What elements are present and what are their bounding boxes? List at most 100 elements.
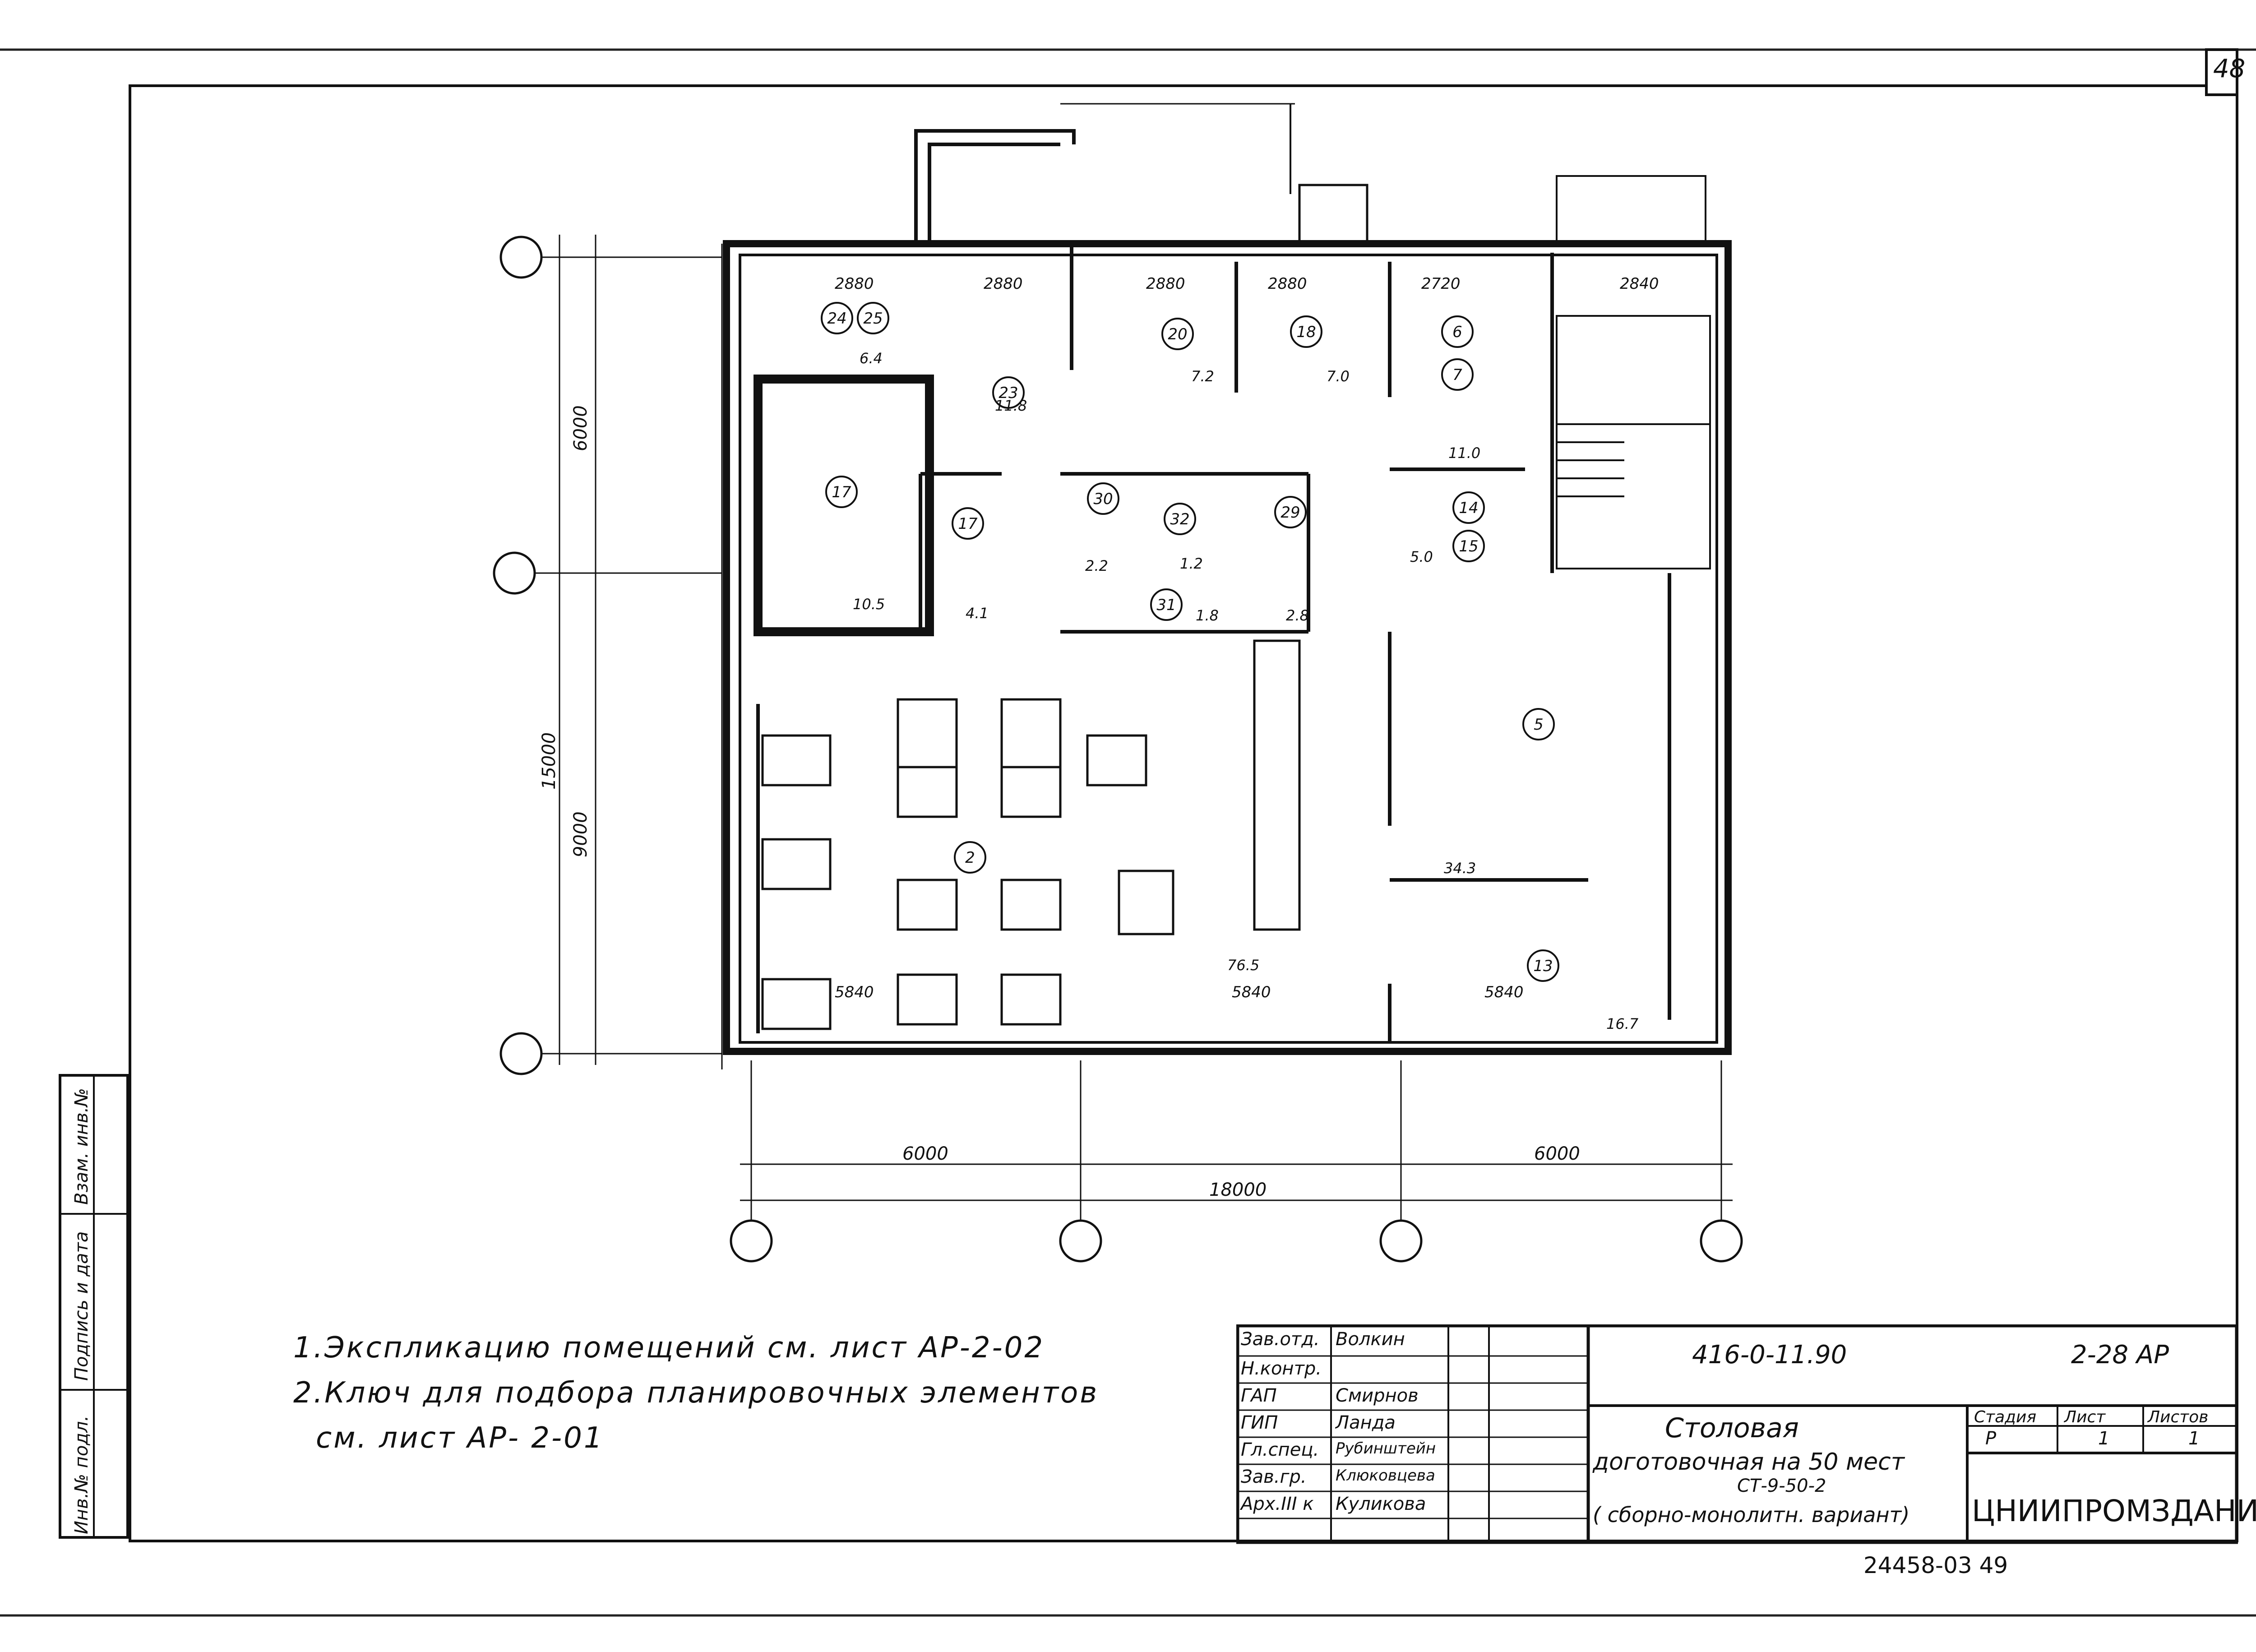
- room-number-circles: [821, 302, 1559, 982]
- footer-number: 24458-03 49: [1863, 1552, 2008, 1578]
- room-13: 13: [1533, 957, 1553, 975]
- drawing-frame: [129, 84, 2238, 1542]
- axis-circle-top: [499, 236, 543, 279]
- room-7: 7: [1452, 366, 1462, 384]
- room-17a: 17: [832, 483, 851, 501]
- dimension-lines: [550, 235, 1733, 1209]
- room-2: 2: [965, 849, 975, 867]
- room-23: 23: [999, 384, 1018, 402]
- svg-text:1.2: 1.2: [1180, 555, 1203, 572]
- outer-walls-inner: [739, 254, 1718, 1044]
- svg-text:76.5: 76.5: [1227, 957, 1259, 974]
- svg-text:18000: 18000: [1209, 1180, 1267, 1200]
- room-30: 30: [1093, 490, 1113, 508]
- svg-text:1.8: 1.8: [1196, 607, 1219, 624]
- svg-text:10.5: 10.5: [853, 596, 885, 613]
- svg-text:2.8: 2.8: [1286, 607, 1309, 624]
- room-5: 5: [1534, 716, 1544, 734]
- sheet-value: 1: [2098, 1428, 2110, 1449]
- sign-role-6: Арх.III к: [1241, 1494, 1314, 1514]
- corner-number: 48: [2213, 54, 2246, 83]
- title-line-3: СТ-9-50-2: [1737, 1476, 1826, 1496]
- title-block-frame: [1236, 1324, 2238, 1544]
- note-3: см. лист АР- 2-01: [316, 1421, 604, 1455]
- svg-text:2840: 2840: [1620, 275, 1659, 293]
- svg-text:2.2: 2.2: [1085, 557, 1108, 574]
- room-18: 18: [1296, 323, 1316, 341]
- axis-circle-bottom: [499, 1032, 543, 1075]
- svg-text:6000: 6000: [902, 1143, 948, 1164]
- sign-role-5: Зав.гр.: [1241, 1467, 1307, 1487]
- sign-name-3: Ланда: [1336, 1412, 1396, 1433]
- title-line-2: доготовочная на 50 мест: [1593, 1448, 1905, 1476]
- room-25: 25: [863, 310, 883, 328]
- room-31: 31: [1156, 596, 1176, 614]
- sign-role-3: ГИП: [1241, 1412, 1278, 1433]
- axis-markers: [493, 236, 1743, 1263]
- title-line-1: Столовая: [1665, 1412, 1799, 1444]
- room-29: 29: [1281, 504, 1300, 522]
- svg-text:6000: 6000: [570, 405, 591, 451]
- svg-text:11.0: 11.0: [1448, 444, 1480, 462]
- svg-text:15000: 15000: [539, 732, 559, 790]
- room-32: 32: [1170, 510, 1189, 528]
- area-labels: 6.4 11.8 7.2 7.0 11.0 10.5 4.1 2.2 1.8 1…: [853, 350, 1639, 1032]
- svg-text:5840: 5840: [835, 983, 874, 1001]
- svg-text:5840: 5840: [1232, 983, 1271, 1001]
- sign-name-5: Клюковцева: [1336, 1467, 1435, 1485]
- svg-text:5.0: 5.0: [1410, 548, 1433, 565]
- svg-text:16.7: 16.7: [1606, 1015, 1639, 1032]
- room-14: 14: [1459, 499, 1478, 517]
- svg-text:2880: 2880: [984, 275, 1023, 293]
- svg-text:2720: 2720: [1421, 275, 1461, 293]
- sign-name-4: Рубинштейн: [1336, 1439, 1436, 1458]
- axis-circle-mid: [493, 551, 536, 595]
- svg-text:6000: 6000: [1534, 1143, 1580, 1164]
- tables: [761, 639, 1301, 1030]
- top-dimension-labels: 2880 2880 2880 2880 2720 2840 5840 5840 …: [835, 275, 1659, 1001]
- svg-text:7.0: 7.0: [1327, 368, 1350, 385]
- title-code: 416-0-11.90: [1692, 1340, 1847, 1370]
- svg-text:5840: 5840: [1484, 983, 1524, 1001]
- title-line-4: ( сборно-монолитн. вариант): [1593, 1503, 1910, 1527]
- svg-text:7.2: 7.2: [1191, 368, 1214, 385]
- sheets-label: Листов: [2148, 1408, 2209, 1426]
- svg-text:2880: 2880: [1268, 275, 1307, 293]
- sign-role-2: ГАП: [1241, 1385, 1277, 1406]
- organization: ЦНИИПРОМЗДАНИЙ: [1972, 1494, 2256, 1528]
- stage-value: Р: [1985, 1428, 1997, 1449]
- sheet-code: 2-28 AP: [2071, 1340, 2169, 1370]
- room-number-labels: 24 25 23 20 18 6 7 17 17 30 32 29 14 15 …: [827, 310, 1553, 975]
- overall-dimension-labels: 6000 6000 18000 6000 15000 9000: [539, 405, 1580, 1200]
- svg-text:9000: 9000: [570, 811, 591, 857]
- sheets-value: 1: [2188, 1428, 2200, 1449]
- note-2: 2.Ключ для подбора планировочных элемент…: [293, 1376, 1099, 1410]
- partitions: [754, 244, 1671, 1042]
- sign-name-0: Волкин: [1336, 1329, 1405, 1350]
- top-vestibule: [914, 103, 1706, 245]
- room-6: 6: [1452, 323, 1462, 341]
- sign-role-4: Гл.спец.: [1241, 1439, 1319, 1460]
- axis-circle-2: [1059, 1219, 1102, 1263]
- svg-text:4.1: 4.1: [966, 605, 989, 622]
- sign-role-1: Н.контр.: [1241, 1358, 1322, 1379]
- svg-text:34.3: 34.3: [1444, 860, 1476, 877]
- svg-text:2880: 2880: [835, 275, 874, 293]
- svg-text:11.8: 11.8: [995, 397, 1027, 414]
- note-1: 1.Экспликацию помещений см. лист АР-2-02: [293, 1331, 1045, 1365]
- axis-circle-3: [1379, 1219, 1423, 1263]
- axis-circle-4: [1700, 1219, 1743, 1263]
- side-stamp-frame: [59, 1074, 129, 1539]
- stage-label: Стадия: [1974, 1408, 2037, 1426]
- room-15: 15: [1459, 537, 1478, 555]
- outer-walls: [723, 240, 1732, 1055]
- corner-box: [2205, 48, 2238, 96]
- room-17b: 17: [958, 515, 978, 533]
- sheet-label: Лист: [2064, 1408, 2106, 1426]
- sign-name-6: Куликова: [1336, 1494, 1426, 1514]
- room-20: 20: [1168, 325, 1187, 343]
- axis-circle-1: [730, 1219, 773, 1263]
- svg-text:6.4: 6.4: [860, 350, 883, 367]
- sign-name-2: Смирнов: [1336, 1385, 1419, 1406]
